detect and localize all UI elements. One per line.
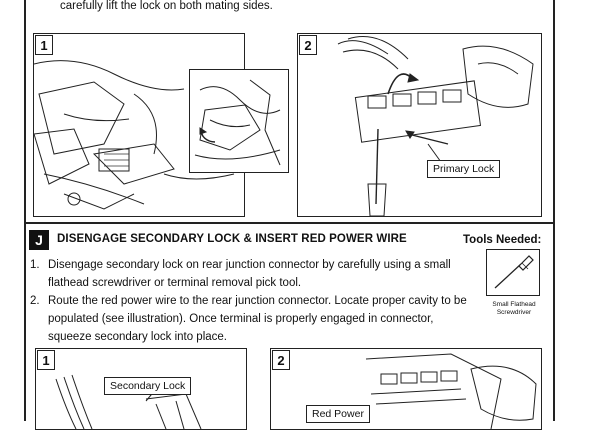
screwdriver-tool-box	[486, 249, 540, 296]
step-index: 1.	[30, 259, 40, 271]
illustration-panel-2	[297, 33, 542, 217]
section-divider	[24, 222, 554, 224]
red-power-wire-illustration	[365, 353, 537, 429]
primary-lock-illustration	[337, 36, 534, 216]
tools-needed-heading: Tools Needed:	[463, 234, 542, 246]
step-index: 2.	[30, 295, 40, 307]
illustration-panel-1	[33, 33, 245, 217]
step-number-badge: 2	[299, 35, 317, 55]
step-number-badge: 1	[37, 350, 55, 370]
secondary-lock-callout: Secondary Lock	[104, 377, 192, 395]
instruction-step: 1. Disengage secondary lock on rear junc…	[30, 256, 470, 292]
section-letter-badge: J	[29, 230, 49, 250]
engine-bay-illustration	[34, 60, 235, 210]
inset-detail-panel	[189, 69, 289, 173]
instruction-continued-text: carefully lift the lock on both mating s…	[60, 0, 273, 12]
page-left-border	[24, 0, 26, 421]
section-title: DISENGAGE SECONDARY LOCK & INSERT RED PO…	[57, 233, 407, 245]
step-number-badge: 1	[35, 35, 53, 55]
instruction-step: 2. Route the red power wire to the rear …	[30, 292, 470, 346]
red-power-callout: Red Power	[306, 405, 370, 423]
connector-inset-illustration	[194, 79, 281, 166]
screwdriver-icon	[494, 255, 534, 289]
step-text: Disengage secondary lock on rear junctio…	[48, 259, 451, 289]
step-number-badge: 2	[272, 350, 290, 370]
page-right-border	[553, 0, 555, 421]
primary-lock-callout: Primary Lock	[427, 160, 501, 178]
step-text: Route the red power wire to the rear jun…	[48, 295, 467, 343]
instruction-steps-list: 1. Disengage secondary lock on rear junc…	[30, 256, 470, 346]
tool-caption: Small Flathead Screwdriver	[492, 301, 536, 316]
